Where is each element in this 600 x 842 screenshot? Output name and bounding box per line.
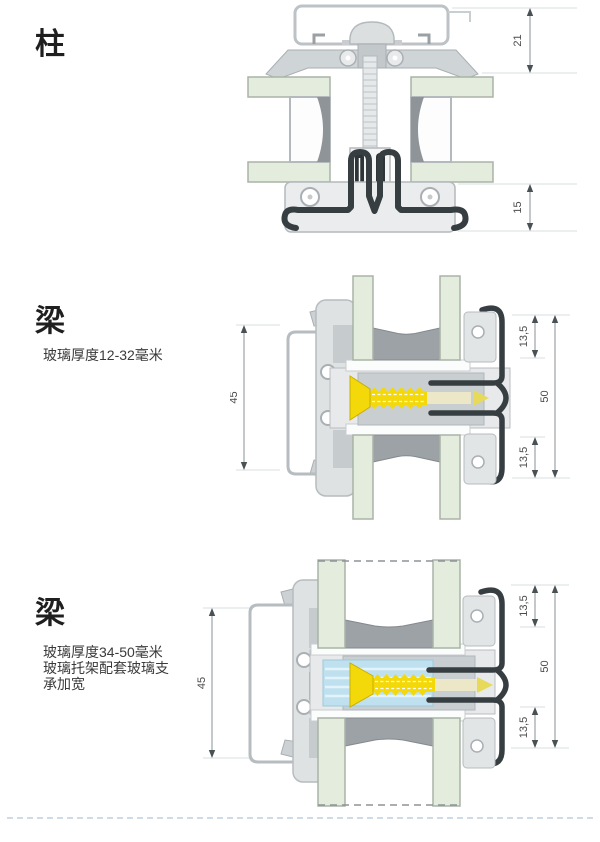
screw-icon — [349, 662, 493, 708]
glass-pane — [432, 559, 461, 649]
side-cap-profile — [248, 603, 309, 764]
side-cap-profile — [286, 330, 344, 476]
glass-pane — [317, 717, 346, 807]
extension-lines — [236, 314, 570, 479]
dimension-label: 45 — [230, 391, 240, 403]
beam-2-glass-thickness-note: 玻璃厚度34-50毫米 玻璃托架配套玻璃支 承加宽 — [43, 644, 169, 692]
dimension-top: 21 — [512, 8, 534, 73]
screw-tip-faded — [435, 679, 477, 691]
dimension-right-top: 13,5 — [518, 315, 539, 358]
glass-unit-top — [352, 275, 461, 361]
glass-spacer — [344, 717, 434, 747]
page-divider — [7, 817, 593, 819]
section-title-beam-1: 梁 — [35, 305, 66, 338]
beam-1-glass-thickness-note: 玻璃厚度12-32毫米 — [43, 347, 163, 363]
dimension-label: 13,5 — [518, 447, 530, 468]
glass-pane — [410, 161, 494, 183]
screw-tip-faded — [427, 392, 471, 404]
screw-head — [349, 375, 371, 421]
note-line-3: 承加宽 — [43, 676, 85, 692]
glass-pane — [247, 161, 331, 183]
column-cross-section-diagram: 21 15 — [247, 4, 577, 233]
dimension-label: 50 — [539, 660, 551, 672]
glass-unit-bottom — [352, 434, 461, 520]
glass-unit-top — [317, 559, 461, 649]
screw-tip-arrow — [473, 390, 489, 406]
dimension-right-top: 13,5 — [518, 585, 539, 627]
dimension-label: 21 — [512, 34, 524, 46]
dimension-label: 13,5 — [518, 326, 530, 347]
glass-unit-bottom — [317, 717, 461, 807]
dimension-label: 13,5 — [518, 717, 530, 738]
glass-pane — [317, 559, 346, 649]
cap-clips — [312, 33, 431, 44]
screw-head — [349, 662, 374, 708]
glass-pane — [352, 434, 374, 520]
section-title-column: 柱 — [35, 28, 66, 61]
extension-lines — [452, 7, 577, 232]
note-line-1: 玻璃厚度34-50毫米 — [43, 644, 163, 660]
glass-pane — [439, 434, 461, 520]
outer-clips — [462, 595, 496, 769]
bolt-head — [349, 21, 395, 45]
dimension-left: 45 — [196, 608, 216, 758]
dimension-label: 15 — [512, 201, 524, 213]
dimension-label: 13,5 — [518, 595, 530, 616]
dimension-bottom: 15 — [512, 184, 534, 231]
glazing-seat-top — [345, 359, 471, 372]
dimension-right-bottom: 13,5 — [518, 707, 539, 748]
beam-cross-section-diagram-1: 45 13,5 13,5 50 — [230, 275, 570, 520]
extension-lines — [203, 584, 569, 759]
section-title-beam-2: 梁 — [35, 597, 66, 630]
gasket-profile — [281, 149, 469, 231]
beam-cross-section-diagram-2: 45 13,5 13,5 50 — [196, 559, 569, 807]
dimension-right-bottom: 13,5 — [518, 437, 539, 478]
glass-pane — [247, 76, 331, 98]
glass-spacers — [289, 96, 452, 163]
note-line-2: 玻璃托架配套玻璃支 — [43, 660, 169, 676]
dimension-right-overall: 50 — [539, 315, 559, 478]
glass-pane — [410, 76, 494, 98]
cap-profile — [293, 4, 471, 46]
glass-spacer — [372, 434, 441, 463]
dimension-label: 45 — [196, 677, 208, 689]
glass-pane — [439, 275, 461, 361]
glazing-seat-bottom — [345, 423, 471, 436]
glass-pane — [352, 275, 374, 361]
screw-tip-arrow — [477, 677, 493, 693]
dimension-right-overall: 50 — [539, 585, 559, 748]
dimension-label: 50 — [539, 390, 551, 402]
dimension-left: 45 — [230, 325, 248, 470]
glass-panes — [247, 76, 494, 183]
outer-clips — [463, 311, 497, 485]
glass-pane — [432, 717, 461, 807]
screw-icon — [349, 375, 489, 421]
